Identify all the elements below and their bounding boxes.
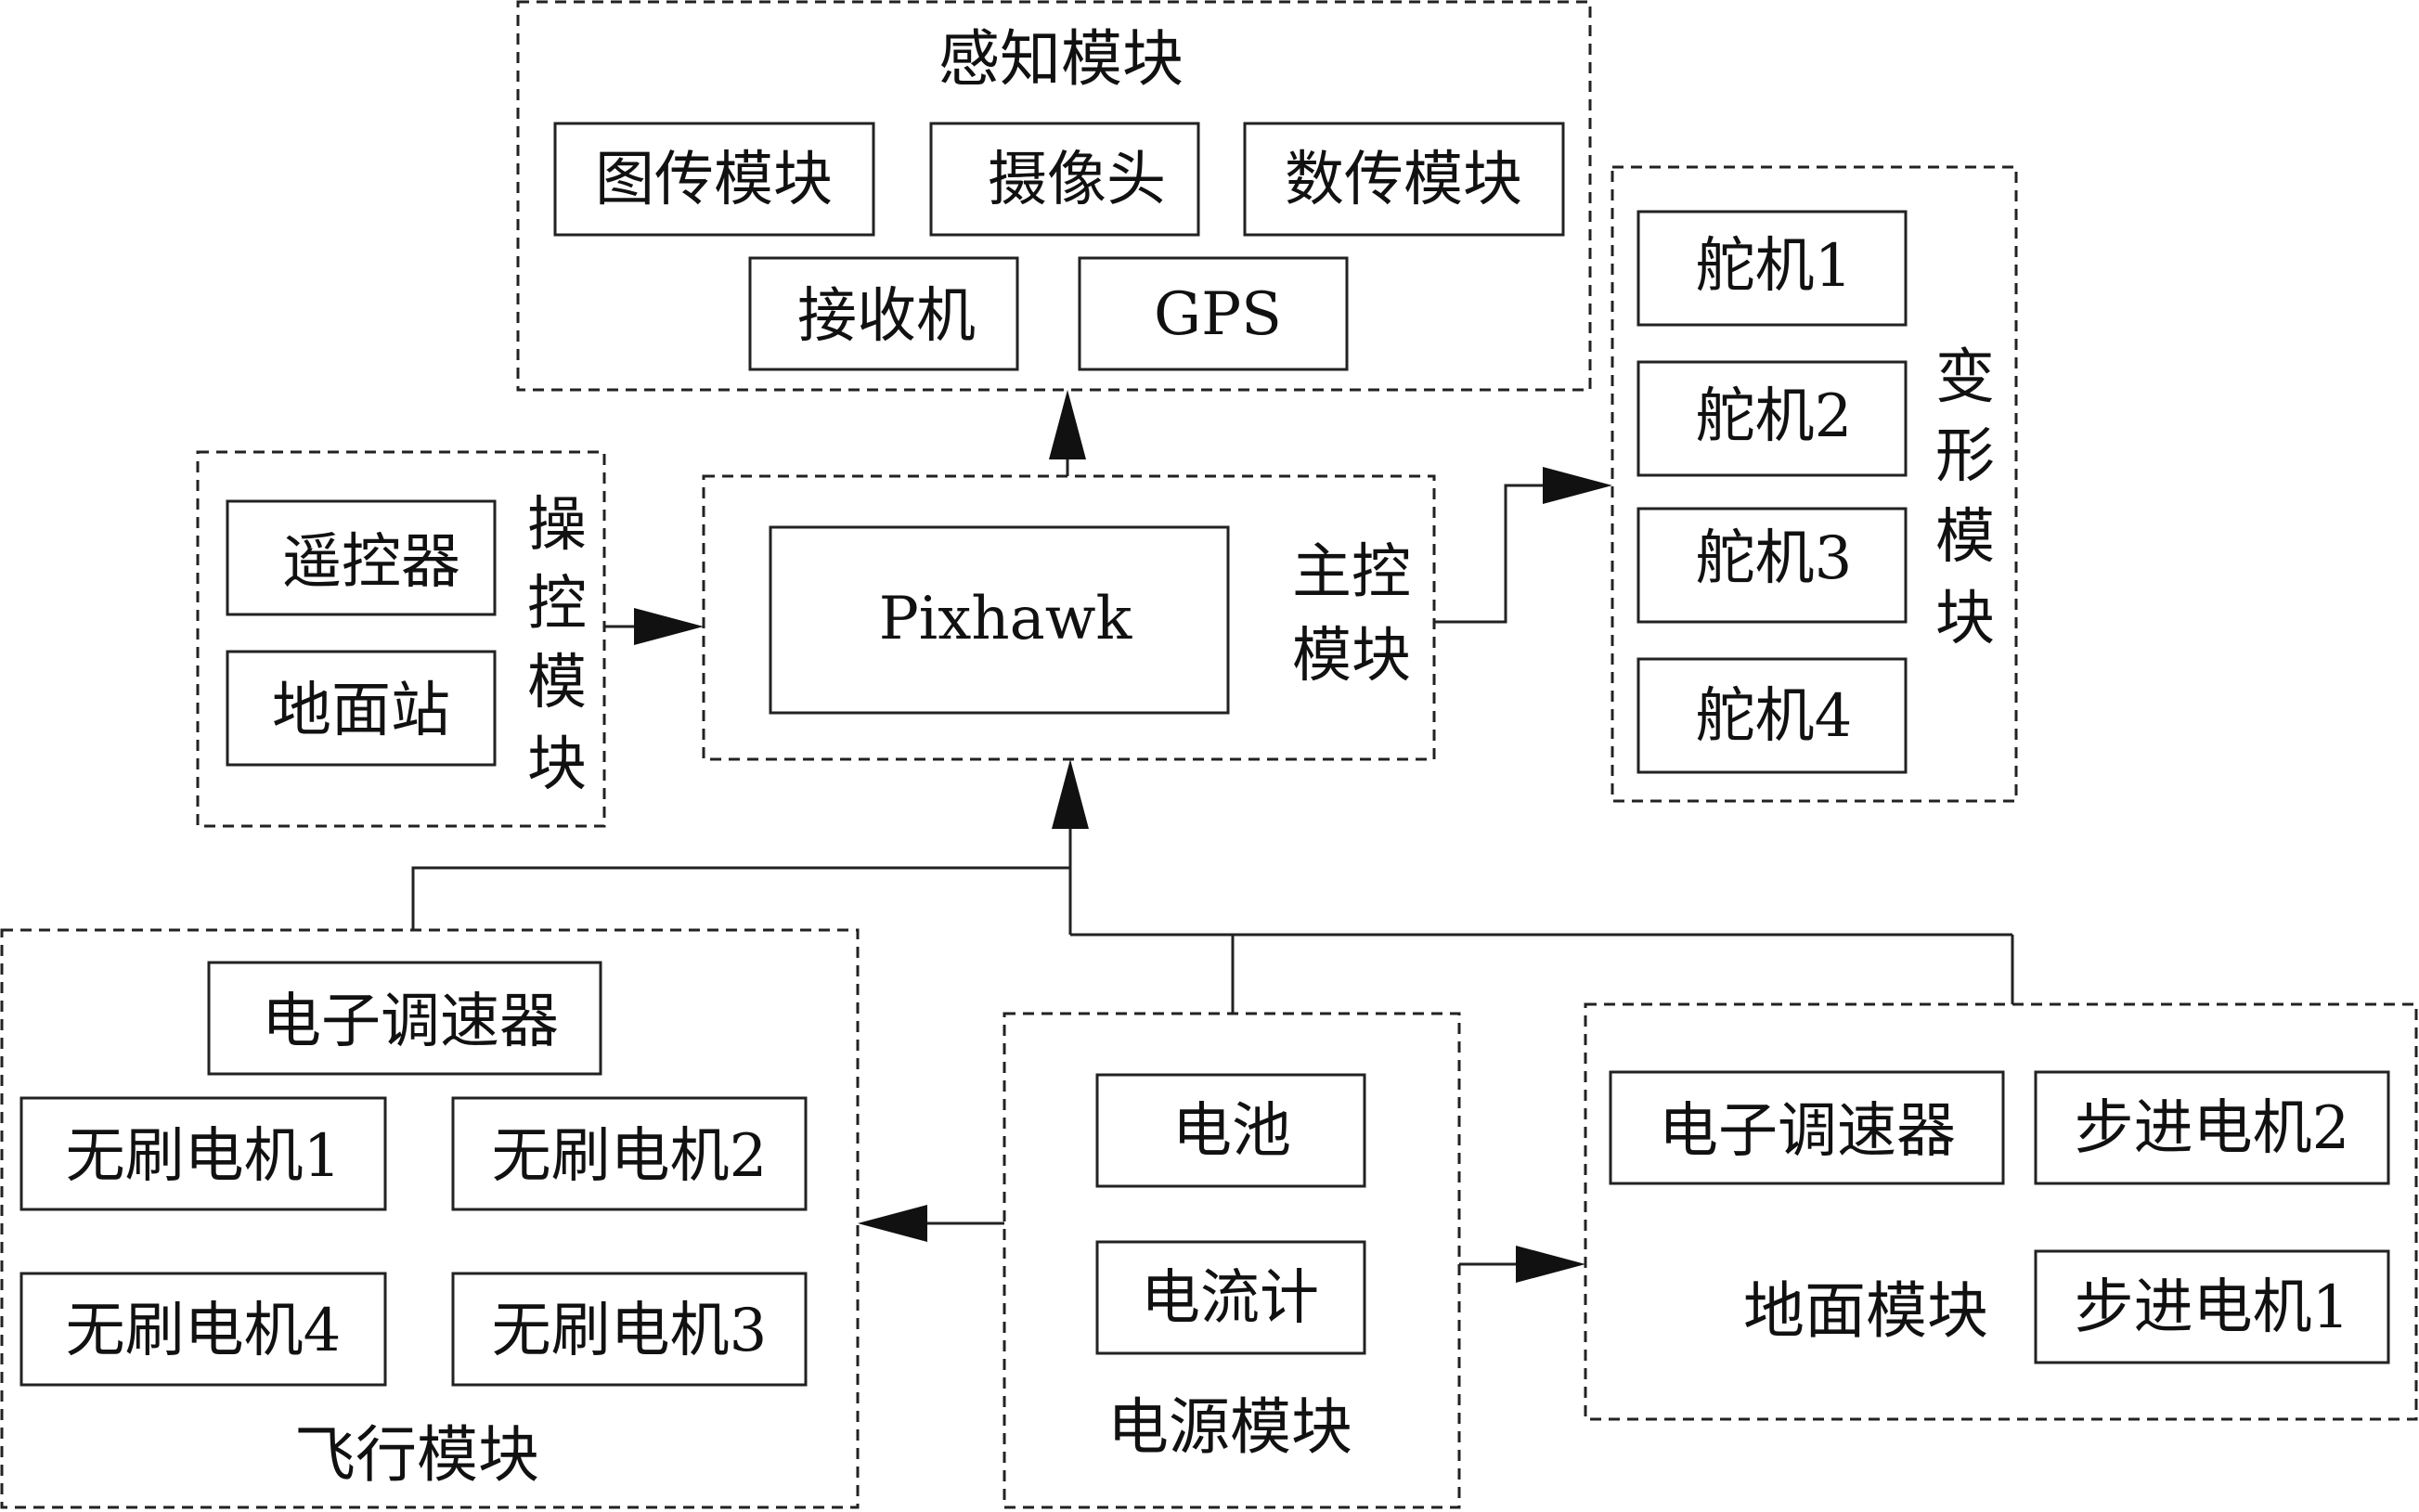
arrow-to-deformation — [1543, 467, 1612, 504]
flight-bus-line — [411, 866, 1070, 930]
brushless-motor-4-label: 无刷电机4 — [66, 1297, 342, 1365]
main-control-module: Pixhawk 主控 模块 — [702, 474, 1436, 761]
stepper-motor-2-label: 步进电机2 — [2075, 1094, 2350, 1163]
connectors — [411, 390, 2014, 1283]
control-module-title-3: 模 — [527, 649, 587, 717]
servo-2-label: 舵机2 — [1696, 382, 1853, 451]
camera-box — [929, 122, 1200, 237]
ground-module-frame — [1584, 1002, 2418, 1421]
flight-module-title: 飞行模块 — [294, 1419, 539, 1491]
current-meter-label: 电流计 — [1141, 1264, 1319, 1333]
receiver-label: 接收机 — [797, 282, 976, 351]
stepper-motor-2-box — [2034, 1070, 2390, 1185]
brushless-motor-2-box — [451, 1096, 808, 1211]
deformation-title-3: 模 — [1935, 503, 1995, 572]
current-meter-box — [1095, 1240, 1366, 1355]
brushless-motor-3-box — [451, 1272, 808, 1387]
flight-module: 电子调速器 无刷电机1 无刷电机2 无刷电机4 无刷电机3 飞行模块 — [0, 928, 860, 1509]
ground-module-title: 地面模块 — [1743, 1275, 1988, 1347]
brushless-motor-1-label: 无刷电机1 — [66, 1122, 342, 1191]
flight-module-frame — [0, 928, 860, 1509]
control-module: 遥控器 地面站 操 控 模 块 — [196, 450, 606, 828]
control-module-title-2: 控 — [527, 570, 587, 639]
brushless-motor-1-box — [19, 1096, 387, 1211]
servo-4-label: 舵机4 — [1696, 682, 1853, 751]
ground-esc-box — [1609, 1070, 2005, 1185]
main-control-title-2: 模块 — [1292, 622, 1411, 691]
data-transmission-box — [1243, 122, 1565, 237]
sensing-module-title: 感知模块 — [938, 23, 1184, 95]
servo-2-box — [1636, 360, 1908, 477]
flight-esc-box — [207, 961, 602, 1076]
deformation-title-4: 块 — [1935, 585, 1995, 653]
servo-4-box — [1636, 657, 1908, 774]
pixhawk-label: Pixhawk — [879, 585, 1133, 653]
flight-esc-label: 电子调速器 — [262, 988, 559, 1056]
control-module-title-1: 操 — [527, 491, 587, 560]
data-transmission-label: 数传模块 — [1285, 146, 1522, 214]
battery-label: 电池 — [1172, 1097, 1291, 1166]
servo-1-label: 舵机1 — [1696, 232, 1853, 301]
deformation-title-1: 变 — [1935, 343, 1995, 412]
arrow-from-bus-to-main — [1052, 759, 1089, 829]
deformation-title-2: 形 — [1935, 422, 1995, 491]
gps-label: GPS — [1154, 280, 1282, 349]
servo-3-label: 舵机3 — [1696, 524, 1853, 593]
stepper-motor-1-label: 步进电机1 — [2075, 1273, 2350, 1342]
remote-controller-label: 遥控器 — [282, 528, 460, 597]
image-transmission-box — [553, 122, 875, 237]
image-transmission-label: 图传模块 — [595, 146, 833, 214]
sensing-module: 感知模块 图传模块 摄像头 数传模块 接收机 GPS — [516, 0, 1592, 392]
battery-box — [1095, 1073, 1366, 1188]
ground-station-box — [226, 650, 497, 767]
stepper-motor-1-box — [2034, 1249, 2390, 1364]
gps-box — [1078, 256, 1349, 371]
sensing-module-frame — [516, 0, 1592, 392]
arrow-to-ground — [1516, 1246, 1585, 1283]
ground-module: 电子调速器 步进电机2 步进电机1 地面模块 — [1584, 1002, 2418, 1421]
main-control-module-frame — [702, 474, 1436, 761]
remote-controller-box — [226, 499, 497, 616]
pixhawk-box — [769, 525, 1230, 715]
arrow-to-sensing — [1049, 390, 1086, 459]
brushless-motor-3-label: 无刷电机3 — [492, 1297, 768, 1365]
arrow-to-main-control — [634, 608, 704, 645]
deformation-module: 舵机1 舵机2 舵机3 舵机4 变 形 模 块 — [1611, 165, 2018, 803]
ground-station-label: 地面站 — [272, 677, 450, 745]
arrow-to-flight — [858, 1205, 927, 1242]
control-module-title-4: 块 — [527, 730, 587, 799]
servo-1-box — [1636, 210, 1908, 327]
control-module-frame — [196, 450, 606, 828]
ground-esc-label: 电子调速器 — [1659, 1097, 1956, 1166]
power-module: 电池 电流计 电源模块 — [1003, 1012, 1461, 1509]
brushless-motor-4-box — [19, 1272, 387, 1387]
servo-3-box — [1636, 507, 1908, 624]
main-control-title-1: 主控 — [1292, 538, 1411, 607]
camera-label: 摄像头 — [988, 146, 1166, 214]
brushless-motor-2-label: 无刷电机2 — [492, 1122, 768, 1191]
power-module-title: 电源模块 — [1107, 1391, 1352, 1463]
main-to-deformation-line — [1434, 484, 1546, 624]
receiver-box — [748, 256, 1019, 371]
